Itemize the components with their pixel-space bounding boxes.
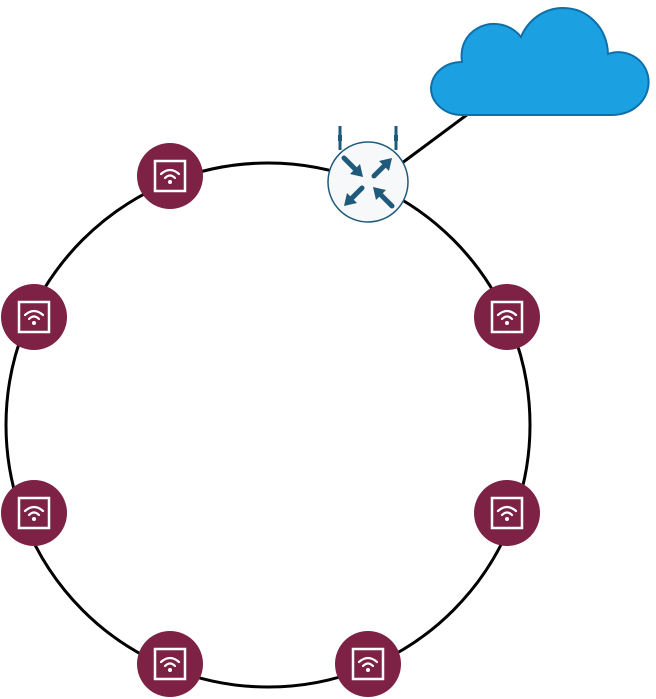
wifi-access-point-icon	[351, 647, 385, 681]
uplink-line	[397, 112, 469, 168]
wifi-access-point-icon	[153, 159, 187, 193]
router-antenna-left	[338, 126, 342, 150]
access-point-node[interactable]	[137, 631, 203, 697]
access-point-node[interactable]	[1, 480, 67, 546]
access-point-node[interactable]	[474, 480, 540, 546]
router-body	[327, 141, 409, 223]
wifi-access-point-icon	[17, 300, 51, 334]
access-point-node[interactable]	[137, 143, 203, 209]
wifi-access-point-icon	[490, 496, 524, 530]
wireless-router[interactable]	[327, 126, 409, 223]
wifi-access-point-icon	[490, 300, 524, 334]
access-point-node[interactable]	[335, 631, 401, 697]
access-point-node[interactable]	[474, 284, 540, 350]
access-point-group	[1, 143, 540, 697]
network-ring	[4, 161, 532, 689]
wifi-access-point-icon	[153, 647, 187, 681]
wifi-access-point-icon	[17, 496, 51, 530]
cloud-icon	[429, 6, 650, 116]
arrows-in-out-icon	[341, 155, 395, 209]
router-antenna-right	[394, 126, 398, 150]
access-point-node[interactable]	[1, 284, 67, 350]
